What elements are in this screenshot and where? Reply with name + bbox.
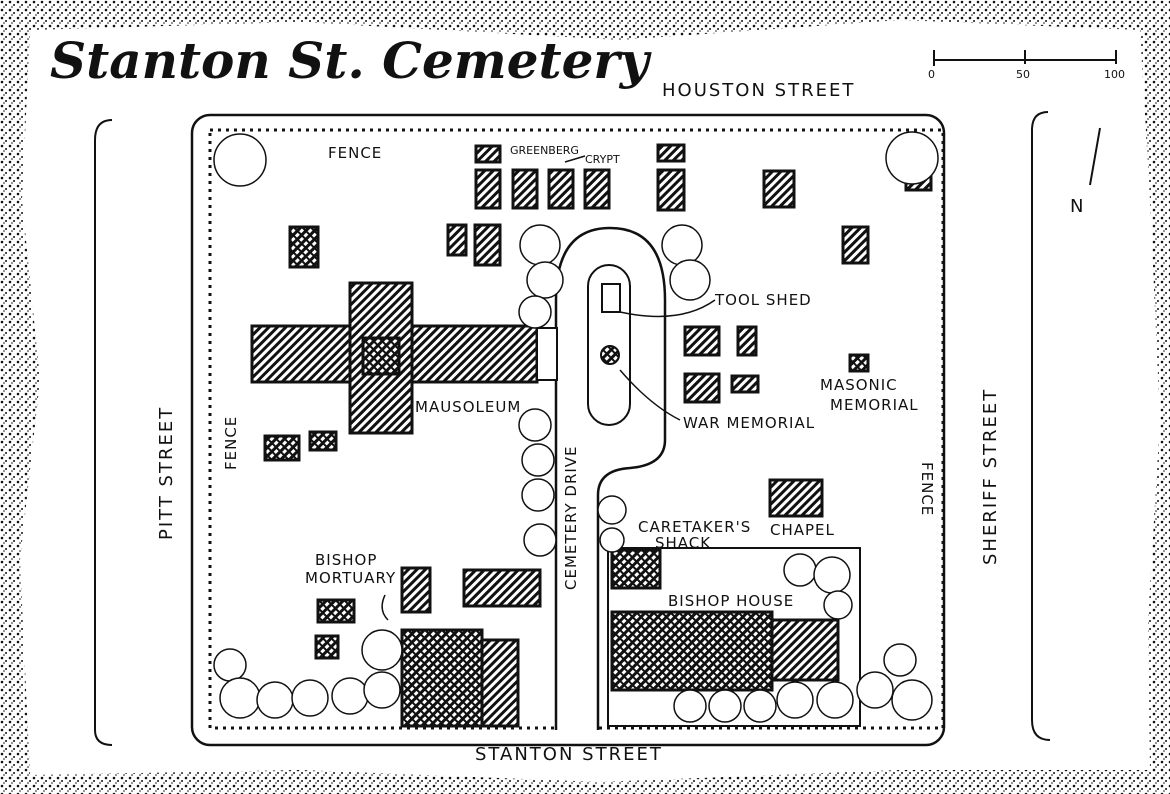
- label-greenberg: GREENBERG: [510, 144, 579, 157]
- tool-shed: [601, 283, 621, 313]
- north-arrow-icon: N: [1070, 127, 1101, 217]
- scale-bar: 0 50 100: [928, 50, 1125, 81]
- scale-tick-0: 0: [928, 68, 935, 81]
- label-fence-top: FENCE: [328, 144, 382, 162]
- label-fence-left: FENCE: [222, 416, 240, 470]
- label-crypt: CRYPT: [585, 153, 620, 166]
- bishop-house: [610, 610, 840, 692]
- label-bishop: BISHOP: [315, 551, 377, 569]
- label-mausoleum: MAUSOLEUM: [415, 398, 521, 416]
- mausoleum: [250, 281, 539, 435]
- war-memorial: [600, 345, 620, 365]
- label-cemetery-drive: CEMETERY DRIVE: [562, 445, 580, 590]
- street-pitt: PITT STREET: [156, 406, 177, 540]
- label-shack: SHACK: [655, 534, 711, 552]
- chapel: [768, 478, 824, 518]
- cemetery-drive: [554, 226, 667, 730]
- label-tool-shed: TOOL SHED: [714, 291, 812, 309]
- north-label: N: [1070, 196, 1085, 217]
- caretakers-shack: [610, 548, 662, 590]
- label-masonic: MASONIC: [820, 376, 898, 394]
- label-fence-right: FENCE: [918, 462, 936, 516]
- label-memorial: MEMORIAL: [830, 396, 919, 414]
- label-caretakers: CARETAKER'S: [638, 518, 751, 536]
- label-mortuary: MORTUARY: [305, 569, 396, 587]
- bishop-mortuary: [400, 566, 542, 728]
- street-houston: HOUSTON STREET: [662, 80, 855, 101]
- street-sheriff: SHERIFF STREET: [980, 388, 1001, 565]
- label-war-memorial: WAR MEMORIAL: [683, 414, 815, 432]
- trees: [213, 131, 939, 723]
- scale-tick-50: 50: [1016, 68, 1030, 81]
- street-stanton: STANTON STREET: [475, 744, 663, 765]
- label-chapel: CHAPEL: [770, 521, 835, 539]
- scale-tick-100: 100: [1104, 68, 1125, 81]
- label-bishop-house: BISHOP HOUSE: [668, 592, 794, 610]
- crypts: [263, 143, 933, 660]
- map-title: Stanton St. Cemetery: [50, 31, 652, 90]
